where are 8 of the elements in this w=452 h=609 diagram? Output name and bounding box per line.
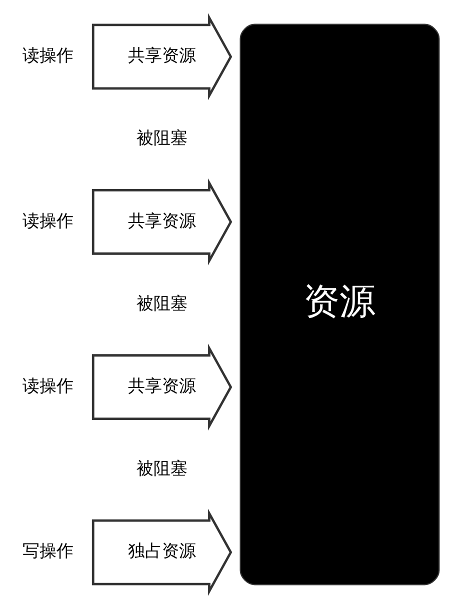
node-label: 读操作 <box>22 45 74 66</box>
node-label: 被阻塞 <box>136 128 188 148</box>
node-label: 读操作 <box>22 210 74 230</box>
node-label: 被阻塞 <box>136 458 188 478</box>
node-label: 写操作 <box>22 540 74 561</box>
node-label: 被阻塞 <box>136 292 188 313</box>
node-label: 读操作 <box>22 376 74 396</box>
node-box: 资源 <box>240 24 440 586</box>
